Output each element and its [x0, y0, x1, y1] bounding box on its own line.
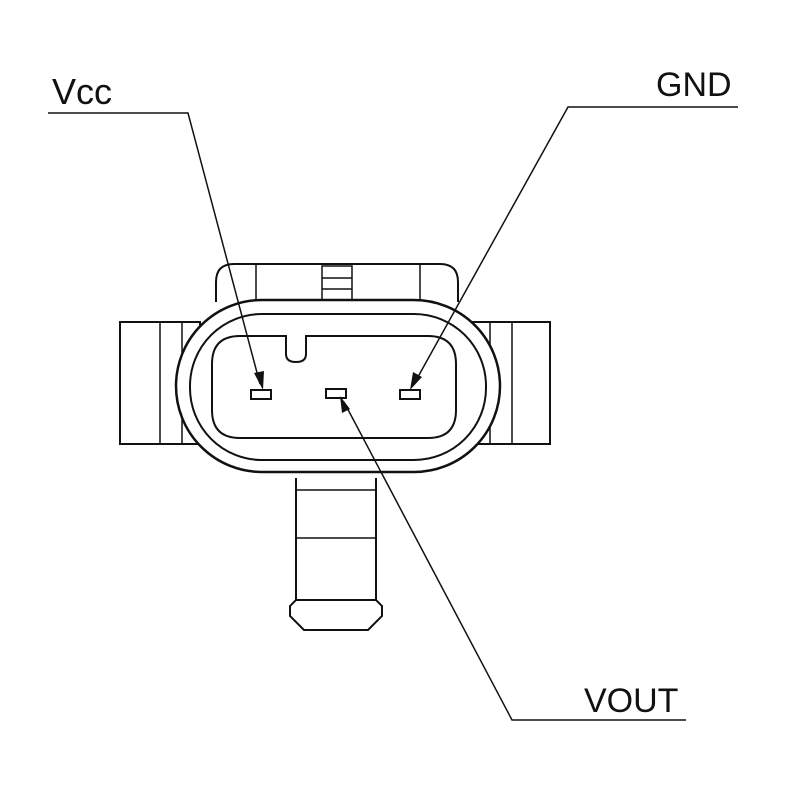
- pressure-port: [289, 478, 383, 631]
- pin-gnd: [399, 389, 421, 400]
- label-vout: VOUT: [584, 682, 678, 720]
- gnd-leader-line: [413, 106, 738, 385]
- gnd-arrowhead: [410, 372, 422, 390]
- vcc-leader-line: [48, 112, 261, 385]
- vout-arrowhead: [340, 396, 350, 413]
- connector-shroud: [174, 298, 502, 474]
- top-latch: [215, 263, 459, 302]
- label-gnd: GND: [656, 66, 732, 104]
- pin-vout: [325, 388, 347, 399]
- vcc-arrowhead: [254, 371, 264, 390]
- label-vcc: Vcc: [52, 71, 112, 112]
- pin-vcc: [250, 389, 272, 400]
- leader-lines: [48, 106, 738, 721]
- vout-leader-line: [343, 401, 686, 721]
